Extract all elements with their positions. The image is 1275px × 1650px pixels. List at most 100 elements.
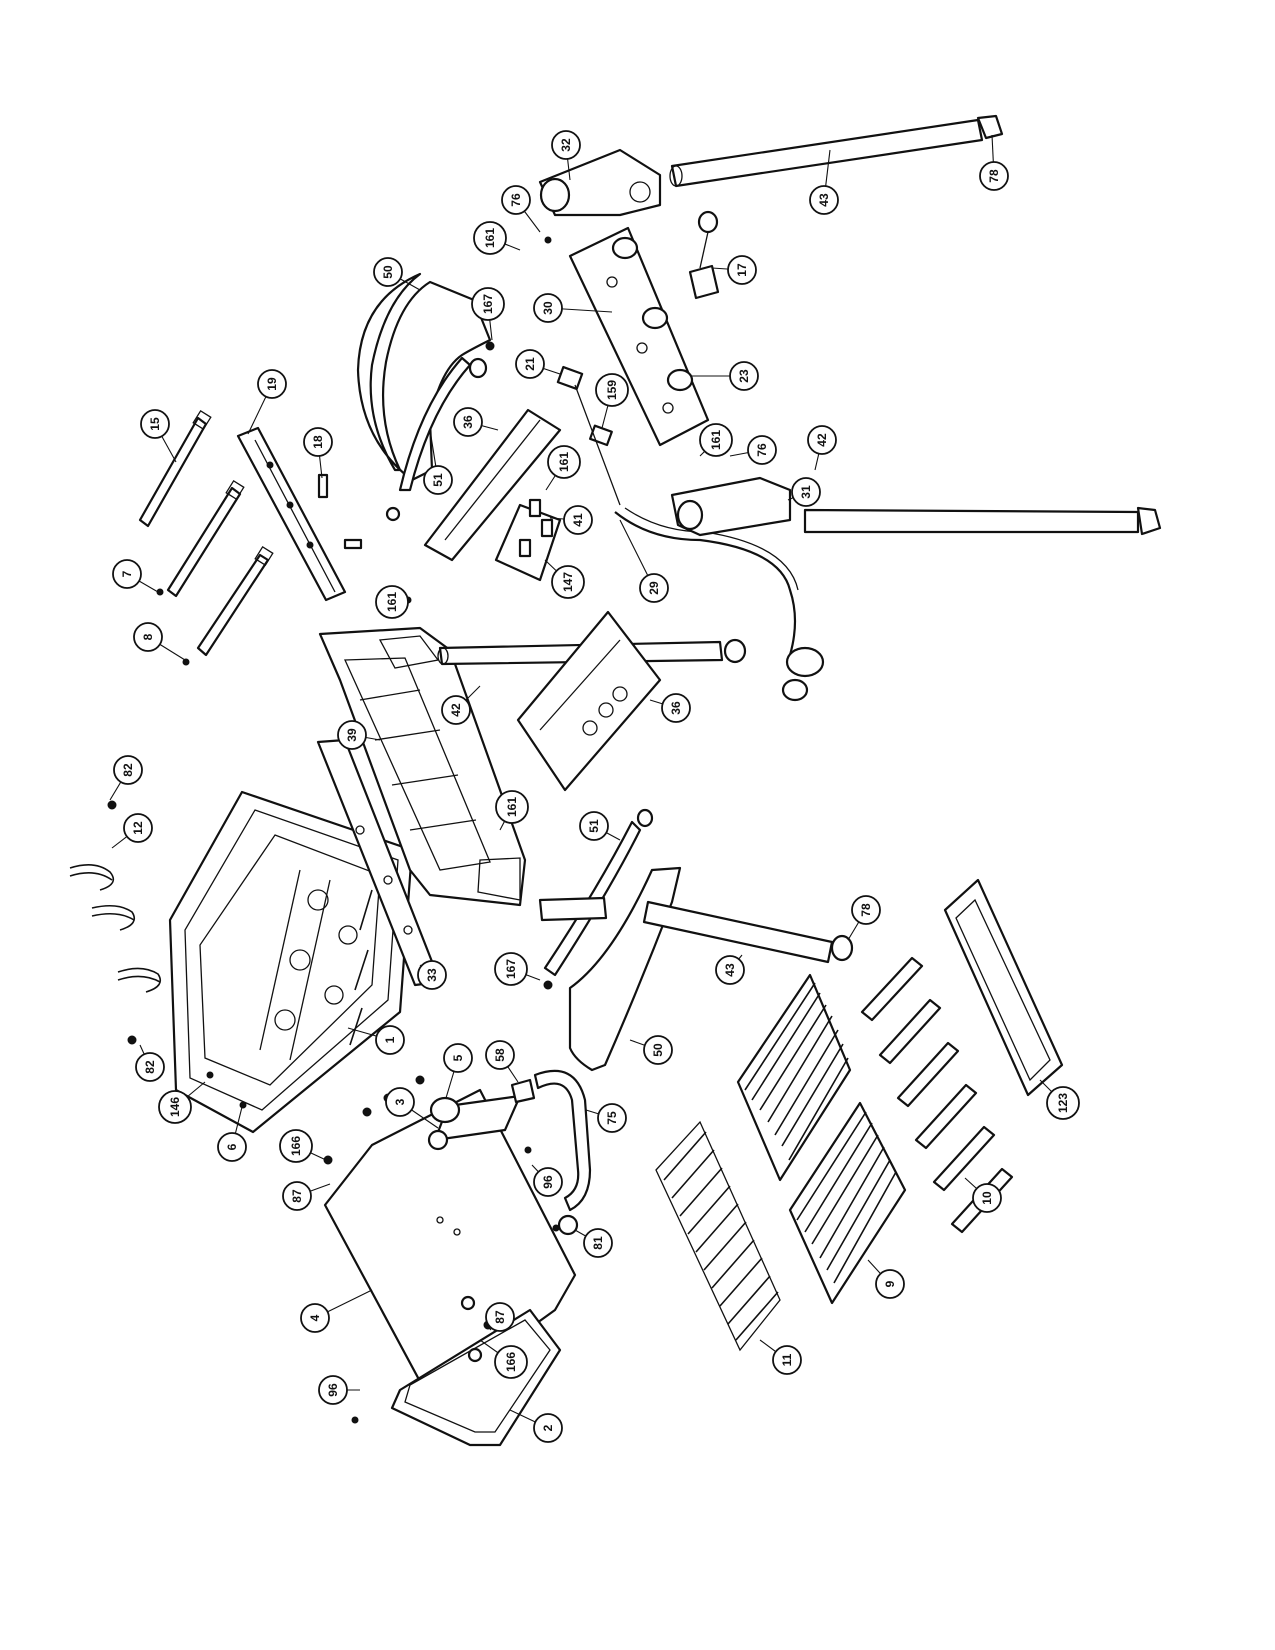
callout-label-c123: 123 xyxy=(1056,1093,1070,1113)
callout-circle-c41 xyxy=(563,505,593,535)
callout-label-c167b: 167 xyxy=(504,959,518,979)
callout-label-c161d: 161 xyxy=(505,797,519,817)
callout-label-c31: 31 xyxy=(799,485,813,499)
callout-circle-c82a xyxy=(113,755,143,785)
callout-circle-c32 xyxy=(551,130,581,160)
firebox-part xyxy=(168,790,414,1134)
valve-bracket-panel-part xyxy=(423,408,562,562)
manifold-bracket-part xyxy=(236,426,347,602)
side-bracket-left-part xyxy=(670,476,792,537)
callout-circle-c82b xyxy=(135,1052,165,1082)
callout-circle-c146 xyxy=(158,1090,192,1124)
callout-circle-c167b xyxy=(494,952,528,986)
igniter-part xyxy=(688,210,720,300)
callout-circle-c7 xyxy=(112,559,142,589)
lid-handle-part xyxy=(427,1094,522,1151)
callout-label-c166b: 166 xyxy=(504,1352,518,1372)
callout-circle-c4 xyxy=(300,1303,330,1333)
callout-circle-c30 xyxy=(533,293,563,323)
side-bracket-right-part xyxy=(538,148,662,217)
callout-circle-c10 xyxy=(972,1183,1002,1213)
callout-label-c8: 8 xyxy=(141,633,155,640)
callout-label-c58: 58 xyxy=(493,1048,507,1062)
callout-circle-c23 xyxy=(729,361,759,391)
valve-block-part xyxy=(494,498,562,582)
callout-label-c15: 15 xyxy=(148,417,162,431)
callout-circle-c159 xyxy=(595,373,629,407)
callout-circle-c81 xyxy=(583,1228,613,1258)
callout-circle-c3 xyxy=(385,1087,415,1117)
callout-label-c82a: 82 xyxy=(121,763,135,777)
cooking-grate-lower-part xyxy=(788,1101,907,1305)
callout-circle-c96a xyxy=(318,1375,348,1405)
callout-circle-c43b xyxy=(715,955,745,985)
burner-tubes-part xyxy=(138,409,274,657)
callout-labels: 1234567891011121517181921232930313233363… xyxy=(109,130,1080,1443)
callout-label-c81: 81 xyxy=(591,1236,605,1250)
callout-label-c43b: 43 xyxy=(723,963,737,977)
callout-circle-c58 xyxy=(485,1040,515,1070)
callout-label-c19: 19 xyxy=(265,377,279,391)
callout-label-c9: 9 xyxy=(883,1280,897,1287)
callout-circle-c161b xyxy=(547,445,581,479)
callout-label-c41: 41 xyxy=(571,513,585,527)
callout-circle-c123 xyxy=(1046,1086,1080,1120)
callout-label-c75: 75 xyxy=(605,1111,619,1125)
grease-tray-part xyxy=(943,878,1064,1097)
callout-label-c96a: 96 xyxy=(326,1383,340,1397)
callout-circle-c161d xyxy=(495,790,529,824)
callout-circle-c19 xyxy=(257,369,287,399)
callout-label-c50a: 50 xyxy=(381,265,395,279)
callout-circle-c12 xyxy=(123,813,153,843)
callout-label-c21: 21 xyxy=(523,357,537,371)
callout-circle-c11 xyxy=(772,1345,802,1375)
leg-lower-part xyxy=(538,896,854,964)
callout-label-c161c: 161 xyxy=(385,592,399,612)
flavorizer-bars-part xyxy=(860,956,1014,1234)
callout-label-c4: 4 xyxy=(308,1314,322,1321)
regulator-hose-part xyxy=(614,507,825,702)
callout-circle-c42b xyxy=(807,425,837,455)
callout-circle-c15 xyxy=(140,409,170,439)
callout-label-c76a: 76 xyxy=(509,193,523,207)
callout-label-c12: 12 xyxy=(131,821,145,835)
callout-label-c78a: 78 xyxy=(987,169,1001,183)
callout-circle-c31 xyxy=(791,477,821,507)
lid-part xyxy=(323,1088,577,1447)
callout-circle-c36b xyxy=(661,693,691,723)
callout-label-c166a: 166 xyxy=(289,1136,303,1156)
callout-label-c30: 30 xyxy=(541,301,555,315)
callout-label-c147: 147 xyxy=(561,572,575,592)
callout-label-c87b: 87 xyxy=(493,1310,507,1324)
callout-circle-c87b xyxy=(485,1302,515,1332)
callout-label-c36b: 36 xyxy=(669,701,683,715)
callout-label-c76b: 76 xyxy=(755,443,769,457)
callout-label-c32: 32 xyxy=(559,138,573,152)
callout-label-c82b: 82 xyxy=(143,1060,157,1074)
callout-circle-c29 xyxy=(639,573,669,603)
callout-label-c23: 23 xyxy=(737,369,751,383)
callout-circle-c78a xyxy=(979,161,1009,191)
callout-circle-c87a xyxy=(282,1181,312,1211)
callout-label-c33: 33 xyxy=(425,968,439,982)
callout-label-c51a: 51 xyxy=(431,473,445,487)
cooking-grate-upper-part xyxy=(736,973,852,1182)
callout-circle-c18 xyxy=(303,427,333,457)
callout-label-c167a: 167 xyxy=(481,294,495,314)
callout-label-c1: 1 xyxy=(383,1036,397,1043)
callout-circle-c42a xyxy=(441,695,471,725)
callout-circle-c166b xyxy=(494,1345,528,1379)
callout-label-c11: 11 xyxy=(780,1353,794,1366)
callout-label-c18: 18 xyxy=(311,435,325,449)
callout-circle-c9 xyxy=(875,1269,905,1299)
callout-label-c7: 7 xyxy=(120,570,134,577)
callout-circle-c75 xyxy=(597,1103,627,1133)
callout-circle-c166a xyxy=(279,1129,313,1163)
callout-circle-c51b xyxy=(579,811,609,841)
callout-circle-c167a xyxy=(471,287,505,321)
callout-label-c43a: 43 xyxy=(817,193,831,207)
callout-circle-c36a xyxy=(453,407,483,437)
callout-label-c36a: 36 xyxy=(461,415,475,429)
callout-circle-c161e xyxy=(699,423,733,457)
